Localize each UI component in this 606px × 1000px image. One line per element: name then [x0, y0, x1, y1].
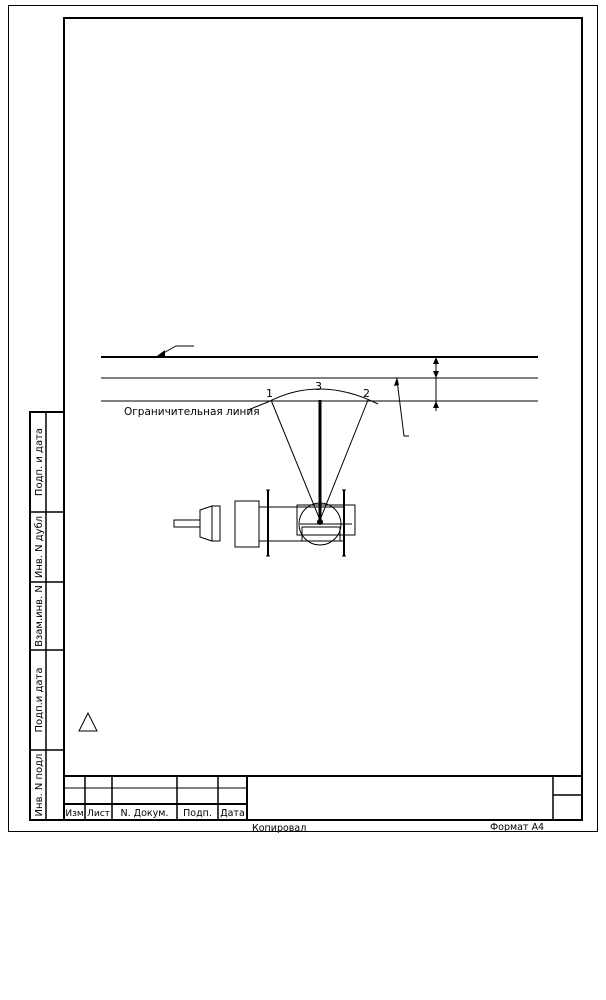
copied-by-label: Копировал — [252, 823, 306, 834]
stamp-sign-date-1: Подп. и дата — [34, 428, 45, 496]
leader-top — [159, 345, 194, 356]
dim-arrow-3 — [433, 401, 439, 408]
crane-rear-bar — [173, 519, 201, 528]
col-sign: Подп. — [183, 808, 212, 819]
scheme-drawing: 1 2 3 Ограничительная линия — [101, 345, 538, 557]
stamp-duplicate-no: Инв. N дубл — [34, 516, 45, 578]
leader-top-arrow — [157, 350, 165, 356]
col-sheet: Лист — [87, 809, 110, 819]
crane-cab — [234, 500, 260, 548]
boundary-line-label: Ограничительная линия — [124, 406, 260, 418]
revision-triangle — [78, 711, 98, 732]
leader-middle-arrow — [394, 377, 399, 386]
stamp-replaced-no: Взам.инв. N — [34, 585, 45, 647]
dim-arrow-1 — [433, 357, 439, 364]
leader-middle — [396, 379, 409, 437]
point-label-1: 1 — [266, 387, 273, 400]
radius-1 — [270, 399, 321, 521]
radius-2 — [319, 399, 369, 521]
sheet-edge — [8, 5, 598, 832]
stamp-sign-date-2: Подп.и дата — [34, 668, 45, 733]
crane-plan — [173, 489, 356, 557]
crane-cabin-box — [301, 526, 341, 542]
crane-rear-cone — [199, 505, 213, 542]
crane-pivot — [317, 519, 323, 525]
side-stamp: Подп. и дата Инв. N дубл Взам.инв. N Под… — [29, 411, 65, 821]
stamp-original-no: Инв. N подл — [34, 754, 45, 817]
col-date: Дата — [220, 808, 245, 819]
point-label-2: 2 — [363, 387, 370, 400]
col-change: Изм — [65, 809, 83, 819]
crane-engine — [211, 505, 221, 542]
crane-turntable — [296, 504, 356, 536]
format-label: Формат А4 — [490, 822, 544, 833]
title-block: Изм Лист N. Докум. Подп. Дата — [64, 775, 582, 820]
dim-arrow-2 — [433, 371, 439, 378]
drawing-frame — [63, 17, 583, 821]
boundary-label-leader — [247, 401, 269, 411]
swing-arc — [267, 388, 379, 405]
point-label-3: 3 — [315, 380, 322, 393]
col-doc-no: N. Докум. — [121, 808, 169, 819]
